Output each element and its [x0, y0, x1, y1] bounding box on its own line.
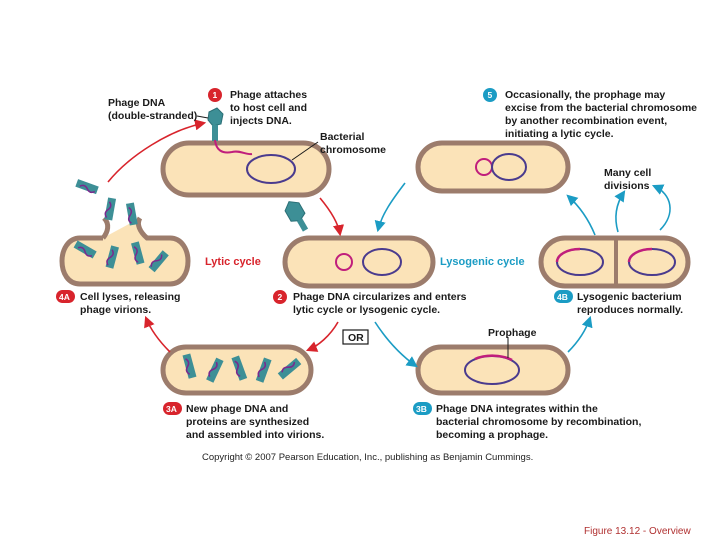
arrow-division-left [614, 190, 626, 233]
svg-text:5: 5 [488, 90, 493, 100]
step-5-text: Occasionally, the prophage may excise fr… [505, 89, 700, 140]
arrow-4a-to-1 [107, 119, 207, 183]
circular-phage-dna [335, 253, 353, 271]
released-virions [73, 179, 169, 273]
prophage-label: Prophage [488, 327, 537, 339]
svg-text:4B: 4B [557, 292, 568, 302]
injected-dna [214, 139, 253, 156]
free-phage [284, 201, 309, 232]
cell-excision [415, 140, 571, 194]
step-1: 1 Phage attaches to host cell and inject… [208, 88, 310, 127]
or-box: OR [342, 329, 369, 345]
step-3a: 3A New phage DNA and proteins are synthe… [163, 402, 324, 441]
arrow-3a-to-4a [144, 315, 171, 353]
step-4b-text: Lysogenic bacterium reproduces normally. [577, 291, 685, 316]
figure-caption: Figure 13.12 - Overview [584, 526, 691, 537]
arrow-division-right [651, 184, 671, 231]
new-virions [182, 353, 302, 383]
svg-text:OR: OR [348, 332, 364, 344]
step-5: 5 Occasionally, the prophage may excise … [483, 88, 700, 140]
cell-prophage [415, 337, 571, 396]
arrow-2-to-3b [374, 321, 418, 368]
svg-text:3B: 3B [416, 404, 427, 414]
svg-text:2: 2 [278, 292, 283, 302]
many-cell-divisions-label: Many cell divisions [604, 167, 654, 192]
prophage [474, 354, 513, 362]
cell-attachment [160, 107, 332, 198]
step-3b-text: Phage DNA integrates within the bacteria… [436, 403, 644, 441]
step-1-text: Phage attaches to host cell and injects … [230, 89, 310, 127]
lysogenic-cycle-label: Lysogenic cycle [440, 256, 525, 268]
arrow-4b-to-5 [566, 194, 596, 236]
svg-text:1: 1 [213, 90, 218, 100]
lytic-arrows [107, 119, 345, 353]
svg-text:4A: 4A [59, 292, 70, 302]
phage-dna-label: Phage DNA (double-stranded) [108, 97, 197, 122]
bacterial-chromosome-label: Bacterial chromosome [320, 131, 386, 156]
arrow-1-to-2 [319, 197, 345, 237]
bacterial-chromosome [246, 154, 296, 184]
step-4a: 4A Cell lyses, releasing phage virions. [56, 290, 183, 316]
step-2-text: Phage DNA circularizes and enters lytic … [293, 291, 469, 316]
arrow-2-to-3a [305, 321, 339, 352]
step-2: 2 Phage DNA circularizes and enters lyti… [273, 290, 469, 316]
step-3b: 3B Phage DNA integrates within the bacte… [413, 402, 644, 441]
arrow-3b-to-4b [567, 315, 593, 353]
cell-synthesis [160, 344, 314, 396]
attached-phage [207, 107, 253, 156]
cell-dividing [538, 235, 691, 289]
svg-text:3A: 3A [166, 404, 177, 414]
cell-lysed [59, 179, 191, 287]
lytic-cycle-label: Lytic cycle [205, 256, 261, 268]
step-3a-text: New phage DNA and proteins are synthesiz… [186, 403, 324, 441]
arrow-5-to-2 [374, 182, 406, 233]
copyright-notice: Copyright © 2007 Pearson Education, Inc.… [202, 452, 533, 463]
step-4b: 4B Lysogenic bacterium reproduces normal… [554, 290, 685, 316]
cell-circularized [282, 235, 436, 289]
lysogenic-arrows [374, 182, 671, 368]
step-4a-text: Cell lyses, releasing phage virions. [80, 291, 183, 316]
